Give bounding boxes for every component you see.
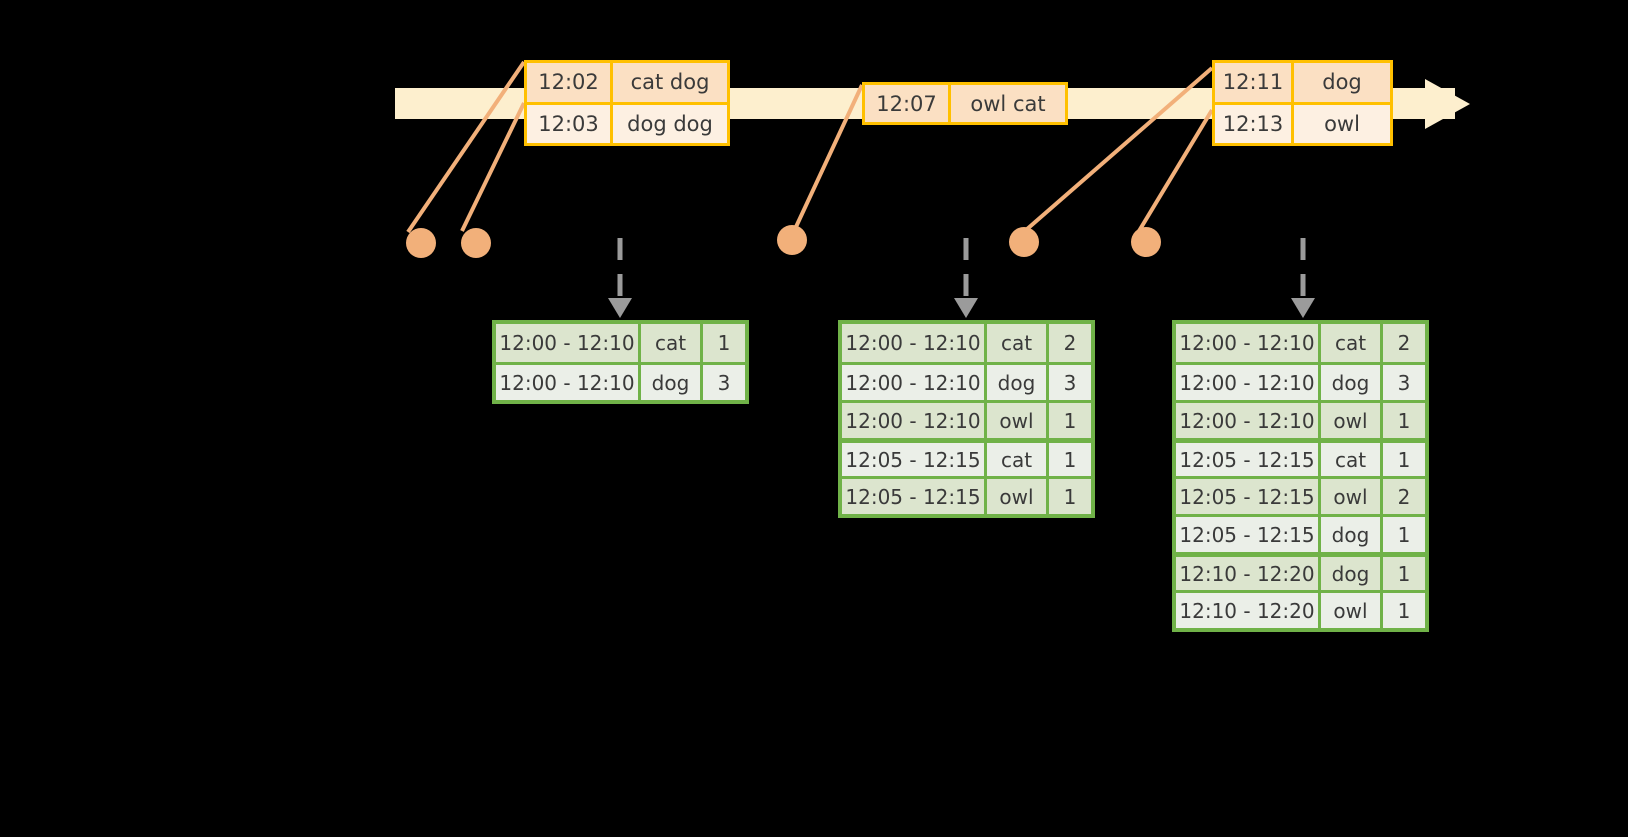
event-row: 12:02 cat dog: [527, 63, 727, 102]
event-words: dog dog: [627, 111, 713, 136]
cell-window: 12:00 - 12:10: [496, 365, 641, 400]
cell-window: 12:00 - 12:10: [1176, 365, 1321, 400]
cell-window: 12:00 - 12:10: [496, 324, 641, 362]
cell-window: 12:05 - 12:15: [1176, 443, 1321, 476]
cell-key: cat: [641, 324, 703, 362]
event-time: 12:13: [1215, 104, 1294, 143]
cell-count: 1: [1063, 408, 1077, 433]
cell-window: 12:00 - 12:10: [842, 365, 987, 400]
cell-count: 1: [717, 331, 731, 355]
event-box-3[interactable]: 12:11 dog 12:13 owl: [1212, 60, 1393, 146]
cell-count: 3: [1397, 370, 1411, 395]
cell-window: 12:10 - 12:20: [1176, 557, 1321, 590]
cell-key: owl: [1321, 593, 1383, 628]
event-words: cat dog: [630, 70, 710, 95]
cell-key: cat: [987, 443, 1049, 476]
cell-window: 12:00 - 12:10: [1176, 324, 1321, 362]
dashed-arrow-to-table-3: [1291, 238, 1315, 318]
cell-window: 12:00 - 12:10: [842, 324, 987, 362]
event-row: 12:11 dog: [1215, 63, 1390, 102]
cell-window: 12:05 - 12:15: [1176, 479, 1321, 514]
cell-window: 12:05 - 12:15: [842, 479, 987, 514]
cell-count: 3: [717, 370, 731, 395]
cell-key: owl: [1321, 479, 1383, 514]
cell-count: 2: [1063, 331, 1077, 355]
event-words: owl: [1324, 111, 1360, 136]
cell-key: dog: [987, 365, 1049, 400]
cell-key: dog: [1321, 557, 1383, 590]
connector-line-1203: [460, 102, 526, 232]
cell-window: 12:05 - 12:15: [842, 443, 987, 476]
cell-key: owl: [987, 479, 1049, 514]
cell-count: 1: [1397, 408, 1411, 433]
cell-count: 1: [1397, 522, 1411, 547]
cell-key: cat: [1321, 324, 1383, 362]
cell-key: cat: [1321, 443, 1383, 476]
marker-1203: [461, 228, 491, 258]
dashed-arrow-to-table-1: [608, 238, 632, 318]
cell-key: dog: [1321, 517, 1383, 552]
cell-count: 1: [1397, 561, 1411, 586]
cell-count: 1: [1397, 598, 1411, 623]
event-time: 12:02: [527, 63, 613, 102]
event-time: 12:03: [527, 104, 613, 143]
marker-1202: [406, 228, 436, 258]
event-time: 12:11: [1215, 63, 1294, 102]
marker-1211: [1009, 227, 1039, 257]
cell-count: 2: [1397, 331, 1411, 355]
event-row: 12:13 owl: [1215, 101, 1390, 143]
event-words: owl cat: [970, 91, 1046, 116]
cell-count: 1: [1063, 484, 1077, 509]
cell-key: cat: [987, 324, 1049, 362]
event-box-1[interactable]: 12:02 cat dog 12:03 dog dog: [524, 60, 730, 146]
cell-key: dog: [641, 365, 703, 400]
marker-1213: [1131, 227, 1161, 257]
event-words: dog: [1322, 70, 1362, 95]
cell-count: 1: [1063, 447, 1077, 472]
cell-key: owl: [1321, 403, 1383, 438]
dashed-arrow-to-table-2: [954, 238, 978, 318]
cell-window: 12:05 - 12:15: [1176, 517, 1321, 552]
cell-window: 12:00 - 12:10: [1176, 403, 1321, 438]
event-row: 12:03 dog dog: [527, 101, 727, 143]
cell-window: 12:10 - 12:20: [1176, 593, 1321, 628]
cell-window: 12:00 - 12:10: [842, 403, 987, 438]
cell-key: dog: [1321, 365, 1383, 400]
event-time: 12:07: [865, 85, 951, 122]
cell-count: 1: [1397, 447, 1411, 472]
event-box-2[interactable]: 12:07 owl cat: [862, 82, 1068, 125]
marker-1207: [777, 225, 807, 255]
timeline-arrowhead: [1425, 79, 1470, 129]
cell-count: 2: [1397, 484, 1411, 509]
event-row: 12:07 owl cat: [865, 85, 1065, 122]
cell-count: 3: [1063, 370, 1077, 395]
connector-line-1213: [1137, 108, 1214, 233]
cell-key: owl: [987, 403, 1049, 438]
